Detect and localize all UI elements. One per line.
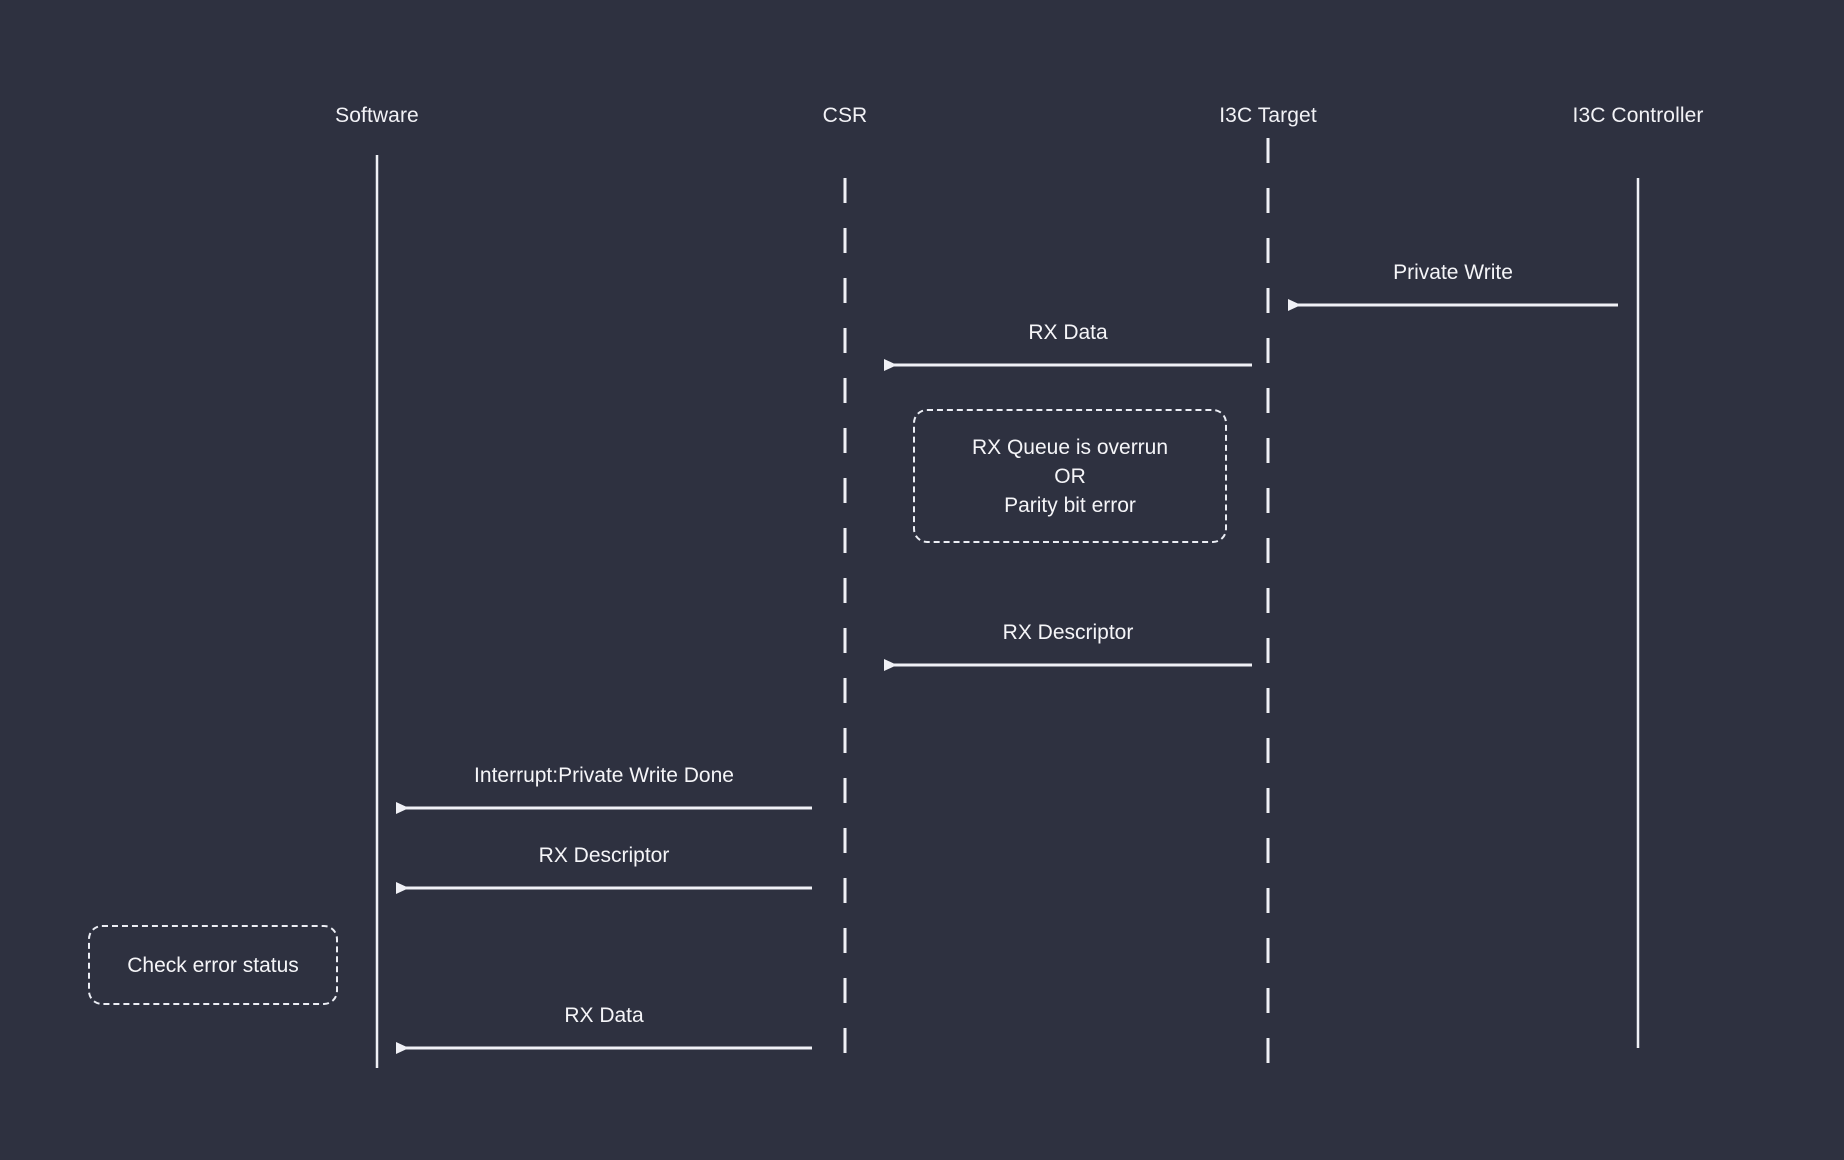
message-label-m1: Private Write bbox=[1393, 261, 1513, 284]
actor-label-software: Software bbox=[335, 104, 419, 127]
actor-label-i3c_controller: I3C Controller bbox=[1572, 104, 1704, 127]
message-label-m4: Interrupt:Private Write Done bbox=[474, 764, 734, 787]
note-line: RX Queue is overrun bbox=[971, 435, 1169, 459]
message-label-m2: RX Data bbox=[1028, 321, 1108, 344]
note-note-check-error: Check error status bbox=[88, 925, 338, 1005]
message-label-m6: RX Data bbox=[564, 1004, 644, 1027]
actor-label-i3c_target: I3C Target bbox=[1219, 104, 1317, 127]
note-line: Check error status bbox=[127, 953, 299, 977]
message-label-m5: RX Descriptor bbox=[538, 844, 670, 867]
note-line: OR bbox=[1054, 464, 1086, 488]
note-line: Parity bit error bbox=[1004, 493, 1136, 517]
message-label-m3: RX Descriptor bbox=[1002, 621, 1134, 644]
actor-label-csr: CSR bbox=[822, 104, 868, 127]
lifelines-group bbox=[375, 138, 1640, 1068]
message-arrows-group bbox=[396, 299, 1618, 1054]
